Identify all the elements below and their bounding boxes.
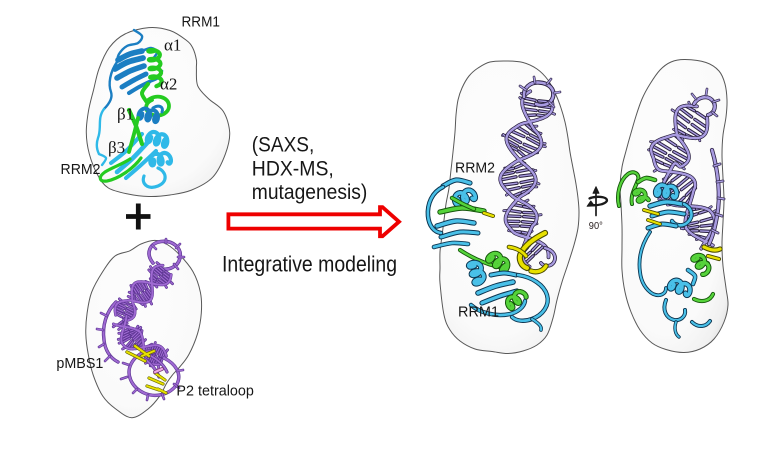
svg-text:RRM2: RRM2 [455,160,495,177]
svg-text:RRM2: RRM2 [61,161,101,178]
svg-text:α1: α1 [164,36,181,55]
svg-text:β1: β1 [117,105,134,124]
svg-text:pMBS1: pMBS1 [56,355,103,372]
svg-text:mutagenesis): mutagenesis) [252,180,367,204]
svg-text:Integrative modeling: Integrative modeling [222,252,397,277]
svg-text:α2: α2 [160,75,177,94]
svg-text:RRM1: RRM1 [182,14,221,31]
svg-text:(SAXS,: (SAXS, [252,133,314,157]
svg-text:RRM1: RRM1 [458,304,499,321]
svg-text:90°: 90° [589,221,603,232]
svg-text:P2 tetraloop: P2 tetraloop [176,382,254,399]
svg-text:HDX-MS,: HDX-MS, [252,156,334,180]
svg-text:β3: β3 [108,138,125,157]
